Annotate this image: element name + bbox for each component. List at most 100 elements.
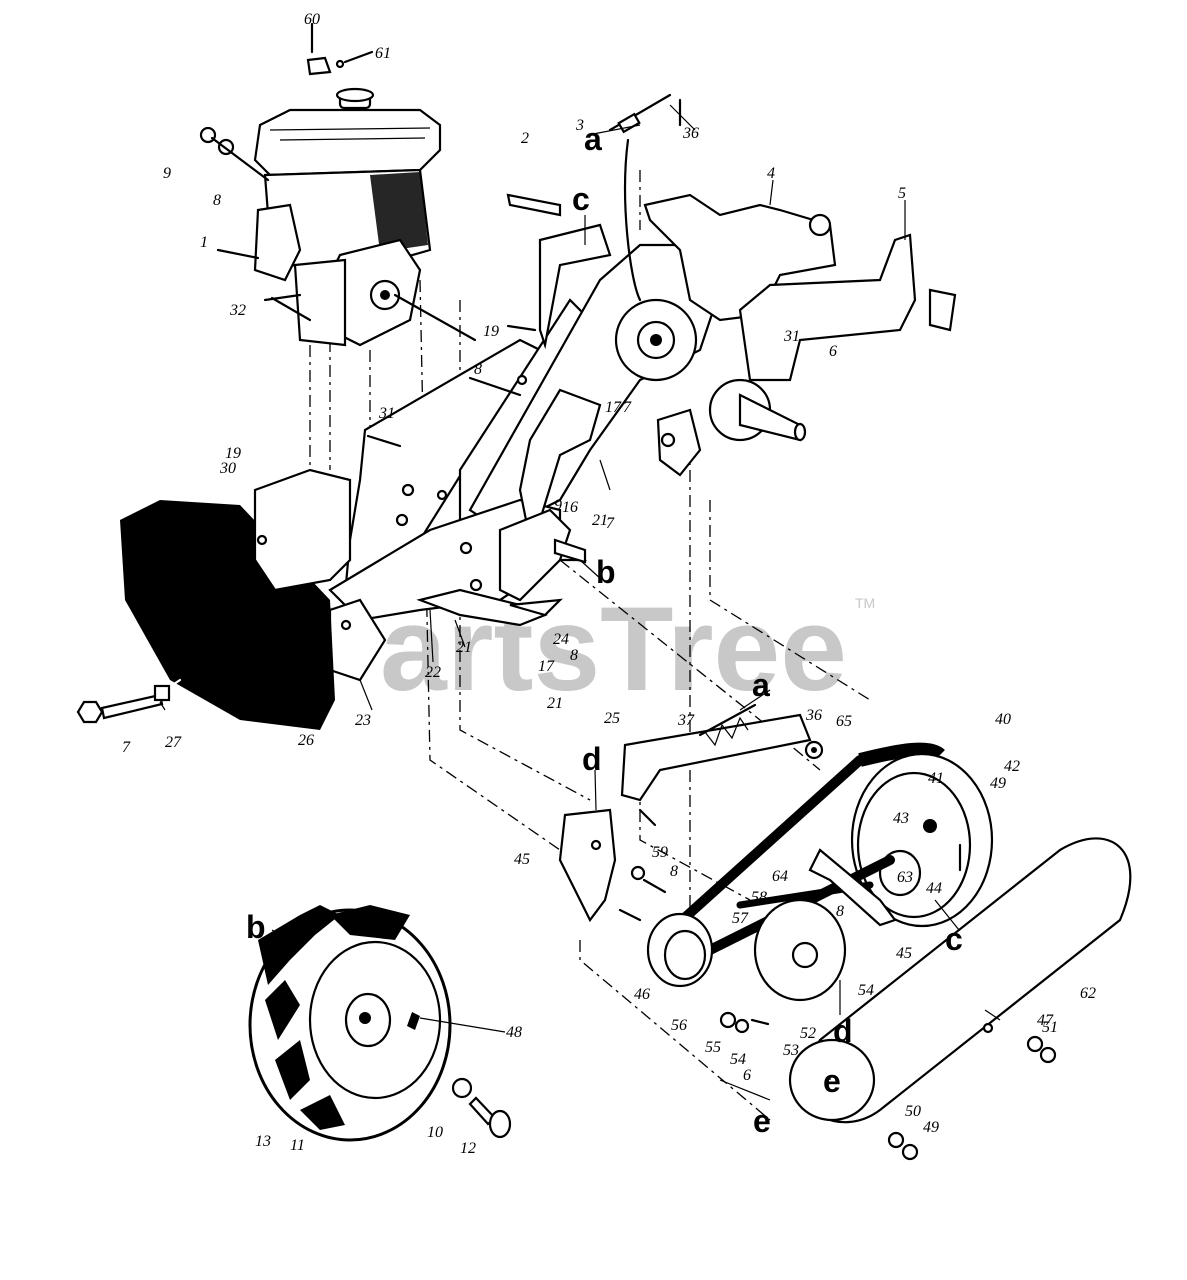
bolt-19-upper: [506, 324, 537, 332]
part-label: 8: [836, 903, 844, 920]
bolt-53: [750, 1018, 770, 1026]
part-label: 9: [163, 165, 171, 182]
part-label: 53: [783, 1042, 799, 1059]
part-label: 8: [570, 647, 578, 664]
part-label: 21: [456, 639, 472, 656]
part-label: 43: [893, 810, 909, 827]
part-label: 37: [677, 712, 695, 729]
part-label: 57: [732, 910, 749, 927]
part-label: 6: [743, 1067, 751, 1084]
part-label: 46: [634, 986, 650, 1003]
part-label: 62: [1080, 985, 1096, 1002]
part-label: 49: [923, 1119, 939, 1136]
part-label: 17: [605, 399, 622, 416]
part-label: 25: [604, 710, 620, 727]
part-label: 4: [767, 165, 775, 182]
part-label: 64: [772, 868, 788, 885]
bracket-2: [506, 193, 612, 350]
part-label: 11: [290, 1137, 305, 1154]
part-label: 45: [896, 945, 912, 962]
part-label: 32: [229, 302, 246, 319]
ref-letter: c: [572, 181, 590, 217]
part-label: 8: [213, 192, 221, 209]
part-label: 61: [375, 45, 391, 62]
part-label: 17: [538, 658, 555, 675]
ref-letter: d: [582, 741, 602, 777]
belt-and-pulleys: [646, 742, 994, 1002]
ref-letter: e: [753, 1103, 771, 1139]
part-label: 54: [730, 1051, 746, 1068]
part-label: 42: [1004, 758, 1020, 775]
part-label: 5: [898, 185, 906, 202]
tine-assembly: [498, 388, 602, 617]
washer-8-lower: [630, 865, 646, 881]
part-label: 65: [836, 713, 852, 730]
ref-letter: b: [246, 909, 266, 945]
part-label: 27: [165, 734, 182, 751]
part-label: 1: [200, 234, 208, 251]
part-label: 12: [460, 1140, 476, 1157]
part-label: 10: [427, 1124, 443, 1141]
part-label: 8: [474, 361, 482, 378]
part-label: 7: [623, 399, 632, 416]
part-label: 3: [575, 117, 584, 134]
part-label: 41: [928, 770, 944, 787]
part-label: 19: [225, 445, 241, 462]
washer-6: [734, 1018, 750, 1034]
part-label: 9: [554, 497, 562, 514]
engine-bracket: [306, 22, 374, 76]
trademark-symbol: TM: [855, 595, 875, 611]
part-label: 16: [562, 499, 578, 516]
nut-48: [901, 1143, 919, 1161]
part-label: 13: [255, 1133, 271, 1150]
engine-assembly: [253, 87, 477, 347]
idler-arm-assembly: [620, 703, 824, 827]
part-label: 8: [670, 863, 678, 880]
bolt-31-upper: [468, 376, 522, 397]
part-label: 26: [298, 732, 314, 749]
part-label: 6: [829, 343, 837, 360]
idler-bracket-63: [808, 848, 897, 927]
part-label: 21: [547, 695, 563, 712]
bolt-19: [366, 434, 402, 448]
part-label: 23: [355, 712, 371, 729]
ref-letter: e: [823, 1063, 841, 1099]
part-label: 50: [905, 1103, 921, 1120]
part-label: 31: [378, 405, 395, 422]
part-label: 2: [521, 130, 529, 147]
part-label: 40: [995, 711, 1011, 728]
bolt-31: [270, 296, 312, 322]
washer-12: [451, 1077, 473, 1099]
weight-bracket-30: [253, 468, 352, 592]
bolt-27: [76, 684, 171, 724]
part-label: 19: [483, 323, 499, 340]
part-label: 55: [705, 1039, 721, 1056]
belt-cover: [788, 837, 1132, 1124]
ref-letter: b: [596, 554, 616, 590]
nut-47: [1026, 1035, 1044, 1053]
washer-54: [719, 1011, 737, 1029]
transmission-housing: [614, 298, 807, 477]
part-label: 56: [671, 1017, 687, 1034]
part-label: 58: [751, 889, 767, 906]
bolt-11: [468, 1096, 512, 1139]
part-label: 21: [592, 512, 608, 529]
part-label: 54: [858, 982, 874, 999]
ref-letter: c: [945, 921, 963, 957]
part-label: 51: [1042, 1019, 1058, 1036]
part-label: 52: [800, 1025, 816, 1042]
part-label: 63: [897, 869, 913, 886]
ref-letter: a: [752, 667, 770, 703]
ref-letter: a: [584, 121, 602, 157]
part-number-labels: 60 61 36 3 2 4 5 9 8 1 32 19 31 6 7 17 8…: [122, 11, 1096, 1157]
part-label: 48: [506, 1024, 522, 1041]
washer-49-bottom: [887, 1131, 905, 1149]
tine-shield: [643, 193, 957, 382]
part-label: 60: [304, 11, 320, 28]
wheel-assembly: [248, 905, 452, 1142]
reference-letter-labels: a c b a d c b d e e: [246, 121, 963, 1139]
part-label: 31: [783, 328, 800, 345]
part-label: 59: [652, 844, 668, 861]
throttle-cable: [608, 93, 682, 302]
